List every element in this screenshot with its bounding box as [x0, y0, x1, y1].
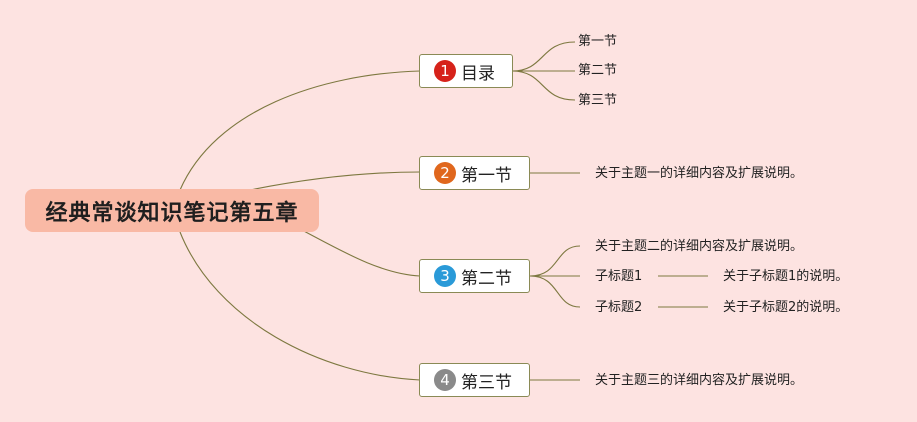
- leaf-subtitle-2[interactable]: 子标题2: [595, 300, 643, 315]
- leaf-subtitle-1-desc[interactable]: 关于子标题1的说明。: [723, 269, 849, 284]
- leaf-subtitle-1[interactable]: 子标题1: [595, 269, 643, 284]
- leaf-toc-3[interactable]: 第三节: [578, 93, 618, 108]
- branch-topic-section-3[interactable]: 4 第三节: [419, 363, 530, 397]
- branch-label: 目录: [461, 63, 495, 84]
- leaf-section-1-desc[interactable]: 关于主题一的详细内容及扩展说明。: [595, 166, 804, 181]
- number-badge-2: 2: [434, 162, 456, 184]
- leaf-toc-2[interactable]: 第二节: [578, 63, 618, 78]
- branch-label: 第一节: [461, 165, 512, 186]
- branch-label: 第二节: [461, 268, 512, 289]
- branch-topic-toc[interactable]: 1 目录: [419, 54, 513, 88]
- leaf-section-3-desc[interactable]: 关于主题三的详细内容及扩展说明。: [595, 373, 804, 388]
- root-topic[interactable]: 经典常谈知识笔记第五章: [25, 189, 319, 232]
- number-badge-3: 3: [434, 265, 456, 287]
- branch-topic-section-1[interactable]: 2 第一节: [419, 156, 530, 190]
- number-badge-1: 1: [434, 60, 456, 82]
- root-topic-label: 经典常谈知识笔记第五章: [45, 200, 299, 226]
- leaf-subtitle-2-desc[interactable]: 关于子标题2的说明。: [723, 300, 849, 315]
- leaf-section-2-desc[interactable]: 关于主题二的详细内容及扩展说明。: [595, 239, 804, 254]
- branch-topic-section-2[interactable]: 3 第二节: [419, 259, 530, 293]
- leaf-toc-1[interactable]: 第一节: [578, 34, 618, 49]
- branch-label: 第三节: [461, 372, 512, 393]
- number-badge-4: 4: [434, 369, 456, 391]
